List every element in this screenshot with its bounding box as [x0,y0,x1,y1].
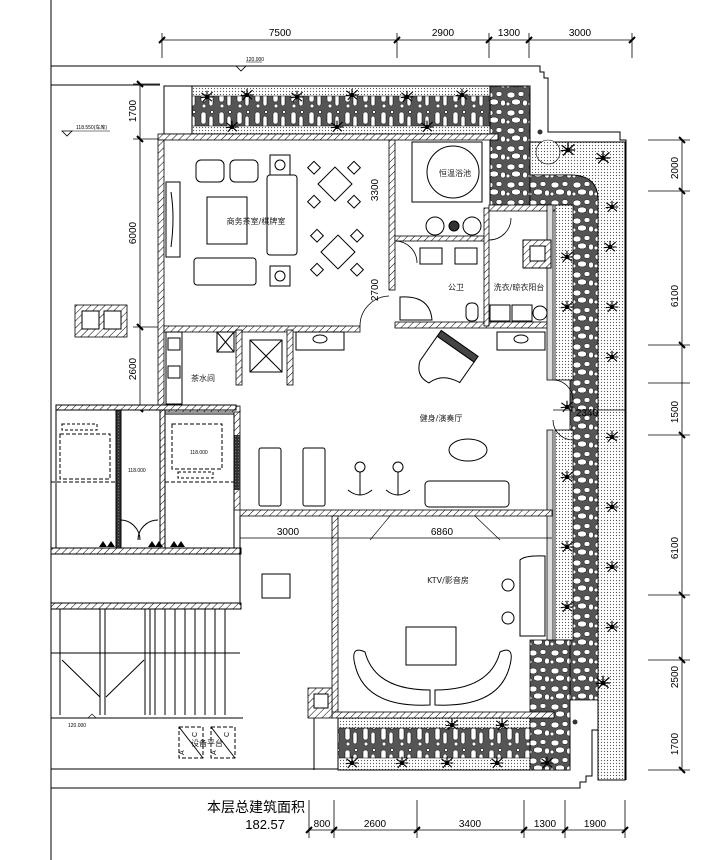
dimension-interior-horizontal: 3000 6860 [240,515,552,541]
ac-mark: C [192,732,199,737]
tea-room-furniture [165,154,365,287]
dim-top-1: 7500 [269,28,292,39]
room-label-equipment: 设备平台 [191,738,223,748]
dim-top-3: 1300 [498,28,521,39]
elevation-label: 120.000 [246,57,264,63]
dimension-left: 1700 6000 2600 [128,80,160,413]
dimension-top: 7500 2900 1300 3000 [158,28,636,58]
room-label-bathroom: 公卫 [448,283,464,292]
dim-right-3: 1500 [670,400,681,423]
gym-equipment [258,329,510,508]
door-swing [488,217,512,241]
dim-bottom-2: 2600 [364,819,387,830]
elevation-label: 118.000 [128,468,146,474]
dim-interior-2700: 2700 [370,278,381,301]
door-swing [552,379,574,401]
spa-bathroom-fixtures [399,141,552,322]
total-area-value: 182.57 [245,817,285,832]
elevation-label: 120.000 [68,723,86,729]
ac-mark: C [224,732,231,737]
dim-interior-2340: 2340 [576,408,599,419]
door-swing [552,419,574,441]
dim-left-1: 1700 [128,99,139,122]
dim-right-2: 6100 [670,284,681,307]
ac-mark: A [179,750,186,755]
dim-top-2: 2900 [432,28,455,39]
room-label-spa: 恒温浴池 [439,168,471,178]
door-swing [359,295,390,327]
dim-bottom-3: 3400 [459,819,482,830]
dim-left-2: 6000 [128,221,139,244]
dim-bottom-4: 1300 [534,819,557,830]
walls [74,133,556,719]
dim-interior-3300: 3300 [370,178,381,201]
adjacent-units [50,404,243,719]
grand-piano [418,329,479,384]
total-area-summary: 本层总建筑面积 182.57 [207,800,305,832]
dim-top-4: 3000 [569,28,592,39]
ktv-furniture [261,555,546,706]
garden-right-curve [489,85,626,781]
pantry-lift [165,331,546,405]
total-area-label: 本层总建筑面积 [207,800,305,816]
elevation-marker-top: 120.000 [235,57,264,72]
mahjong-table-2 [309,228,365,277]
room-label-ktv: KTV/影音房 [427,575,469,585]
equipment-platform [178,726,236,759]
room-label-pantry: 茶水间 [191,373,215,383]
dim-right-1: 2000 [670,156,681,179]
dim-interior-3000: 3000 [277,527,300,538]
garden-top [163,85,498,135]
door-swing [394,240,418,264]
dim-left-3: 2600 [128,357,139,380]
ac-mark: A [211,750,218,755]
dim-right-4: 6100 [670,536,681,559]
dim-bottom-1: 800 [314,819,331,830]
room-label-gym: 健身/演奏厅 [420,413,463,423]
dim-interior-6860: 6860 [431,527,454,538]
adjacent-elevations: 118.000 118.000 120.000 [68,450,208,729]
dim-right-6: 1700 [670,732,681,755]
dimension-right: 2000 6100 1500 6100 2500 1700 [648,136,690,774]
garden-bottom [337,639,571,771]
elevation-label: 118.000 [190,450,208,456]
room-label-tea-chess: 商务茶室/棋牌室 [227,216,286,226]
elevation-marker-garage: 118.550(车库) [61,124,110,137]
mahjong-table-1 [306,160,362,209]
room-label-laundry: 洗衣/晾衣阳台 [494,282,545,292]
sheet-border [50,0,627,860]
dimension-bottom: 800 2600 3400 1300 1900 [305,800,629,838]
elevation-label: 118.550(车库) [76,124,107,131]
dim-bottom-5: 1900 [584,819,607,830]
dim-right-5: 2500 [670,665,681,688]
